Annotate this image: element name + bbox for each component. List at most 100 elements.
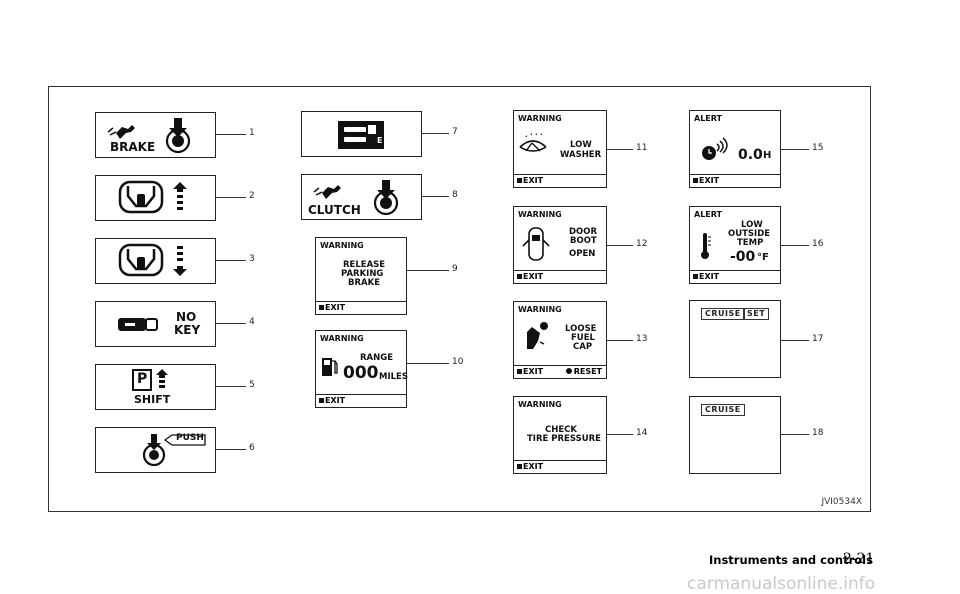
- msg-line2: WASHER: [560, 150, 602, 160]
- leader-4: [216, 323, 246, 324]
- exit-label: EXIT: [517, 176, 543, 185]
- section-title: Instruments and controls: [709, 553, 873, 567]
- leader-18: [781, 434, 809, 435]
- range-label: RANGE: [360, 353, 394, 363]
- exit-bar: EXIT: [514, 460, 606, 473]
- callout-17: 17: [812, 334, 824, 344]
- msg-line3: CAP: [573, 342, 593, 352]
- exit-bar: EXIT: [514, 174, 606, 187]
- key-battery-down-icon: [118, 243, 187, 277]
- exit-label: EXIT: [517, 272, 543, 281]
- leader-6: [216, 449, 246, 450]
- set-indicator: SET: [743, 308, 770, 320]
- alert-header: ALERT: [694, 210, 723, 219]
- push-label: PUSH: [176, 433, 204, 443]
- push-brake-icon: [142, 434, 206, 467]
- leader-3: [216, 260, 246, 261]
- callout-14: 14: [636, 428, 648, 438]
- panel-release-parking-brake: WARNING RELEASE PARKING BRAKE EXIT: [315, 237, 407, 315]
- cruise-indicator: CRUISE: [701, 404, 745, 416]
- washer-fluid-icon: [519, 132, 547, 152]
- key-display-icon: [338, 121, 384, 149]
- leader-9: [407, 270, 449, 271]
- timer-alarm-icon: [702, 137, 728, 160]
- callout-11: 11: [636, 143, 648, 153]
- no-key-line2: KEY: [174, 323, 201, 337]
- exit-label: EXIT: [693, 176, 719, 185]
- shift-park-icon: [132, 369, 168, 391]
- msg-line2: BOOT: [570, 236, 597, 246]
- exit-label: EXIT: [319, 303, 345, 312]
- panel-shift-p: P SHIFT: [95, 364, 216, 410]
- panel-push-brake: PUSH: [95, 427, 216, 473]
- panel-key-battery-down: [95, 238, 216, 284]
- fuel-cap-icon: [527, 322, 548, 349]
- clutch-pedal-icon: [313, 180, 399, 216]
- key-fob-icon: [118, 318, 158, 331]
- msg-line2: FUEL: [571, 333, 595, 343]
- shift-p-letter: P: [137, 371, 148, 387]
- callout-10: 10: [452, 357, 464, 367]
- exit-bar: EXIT: [690, 270, 780, 283]
- reset-label: RESET: [566, 367, 602, 376]
- callout-4: 4: [249, 317, 255, 327]
- panel-no-key: NO KEY: [95, 301, 216, 347]
- figure-code: JVI0534X: [821, 497, 862, 507]
- clutch-label: CLUTCH: [308, 203, 361, 217]
- warning-header: WARNING: [518, 400, 562, 409]
- cruise-indicator: CRUISE: [701, 308, 745, 320]
- watermark: carmanualsonline.info: [687, 574, 876, 594]
- key-e-letter: E: [377, 136, 383, 145]
- exit-label: EXIT: [517, 367, 543, 376]
- timer-unit: H: [763, 150, 772, 161]
- leader-13: [607, 340, 633, 341]
- brake-warning-icon: [107, 118, 191, 154]
- leader-14: [607, 434, 633, 435]
- page-number: 2-21: [843, 551, 875, 567]
- thermometer-icon: [701, 233, 711, 259]
- msg-line1: LOW: [570, 140, 592, 150]
- leader-15: [781, 149, 809, 150]
- exit-bar: EXIT RESET: [514, 365, 606, 378]
- leader-11: [607, 149, 633, 150]
- panel-low-outside-temp: ALERT LOW OUTSIDE TEMP -00 °F EXIT: [689, 206, 781, 284]
- leader-16: [781, 245, 809, 246]
- leader-2: [216, 197, 246, 198]
- exit-bar: EXIT: [514, 270, 606, 283]
- msg-line1: DOOR: [569, 227, 598, 237]
- panel-low-washer: WARNING LOW WASHER EXIT: [513, 110, 607, 188]
- range-unit: MILES: [379, 372, 408, 382]
- callout-12: 12: [636, 239, 648, 249]
- panel-brake: BRAKE: [95, 112, 216, 158]
- msg-line2: PARKING: [341, 269, 384, 279]
- panel-loose-fuel-cap: WARNING LOOSE FUEL CAP EXIT RESET: [513, 301, 607, 379]
- msg-line1: LOOSE: [565, 324, 597, 334]
- shift-label: SHIFT: [134, 393, 171, 406]
- no-key-line1: NO: [176, 310, 197, 324]
- callout-6: 6: [249, 443, 255, 453]
- leader-17: [781, 340, 809, 341]
- panel-door-open: WARNING DOOR BOOT OPEN EXIT: [513, 206, 607, 284]
- msg-line3: BRAKE: [348, 278, 380, 288]
- msg-line2: TIRE PRESSURE: [527, 434, 601, 444]
- callout-1: 1: [249, 128, 255, 138]
- msg-line1: RELEASE: [343, 260, 386, 270]
- temp-unit: °F: [757, 252, 769, 263]
- leader-12: [607, 245, 633, 246]
- msg-line2: OUTSIDE: [728, 229, 771, 239]
- panel-cruise: CRUISE: [689, 396, 781, 474]
- callout-2: 2: [249, 191, 255, 201]
- alert-header: ALERT: [694, 114, 723, 123]
- panel-key-battery-up: [95, 175, 216, 221]
- fuel-pump-icon: [322, 358, 338, 376]
- exit-label: EXIT: [319, 396, 345, 405]
- msg-line3: TEMP: [737, 238, 764, 248]
- temp-value: -00: [730, 249, 756, 265]
- warning-header: WARNING: [518, 305, 562, 314]
- timer-value: 0.0: [738, 147, 763, 163]
- callout-5: 5: [249, 380, 255, 390]
- leader-7: [422, 133, 449, 134]
- panel-cruise-set: CRUISE SET: [689, 300, 781, 378]
- panel-range: WARNING RANGE 000 MILES EXIT: [315, 330, 408, 408]
- panel-tire-pressure: WARNING CHECK TIRE PRESSURE EXIT: [513, 396, 607, 474]
